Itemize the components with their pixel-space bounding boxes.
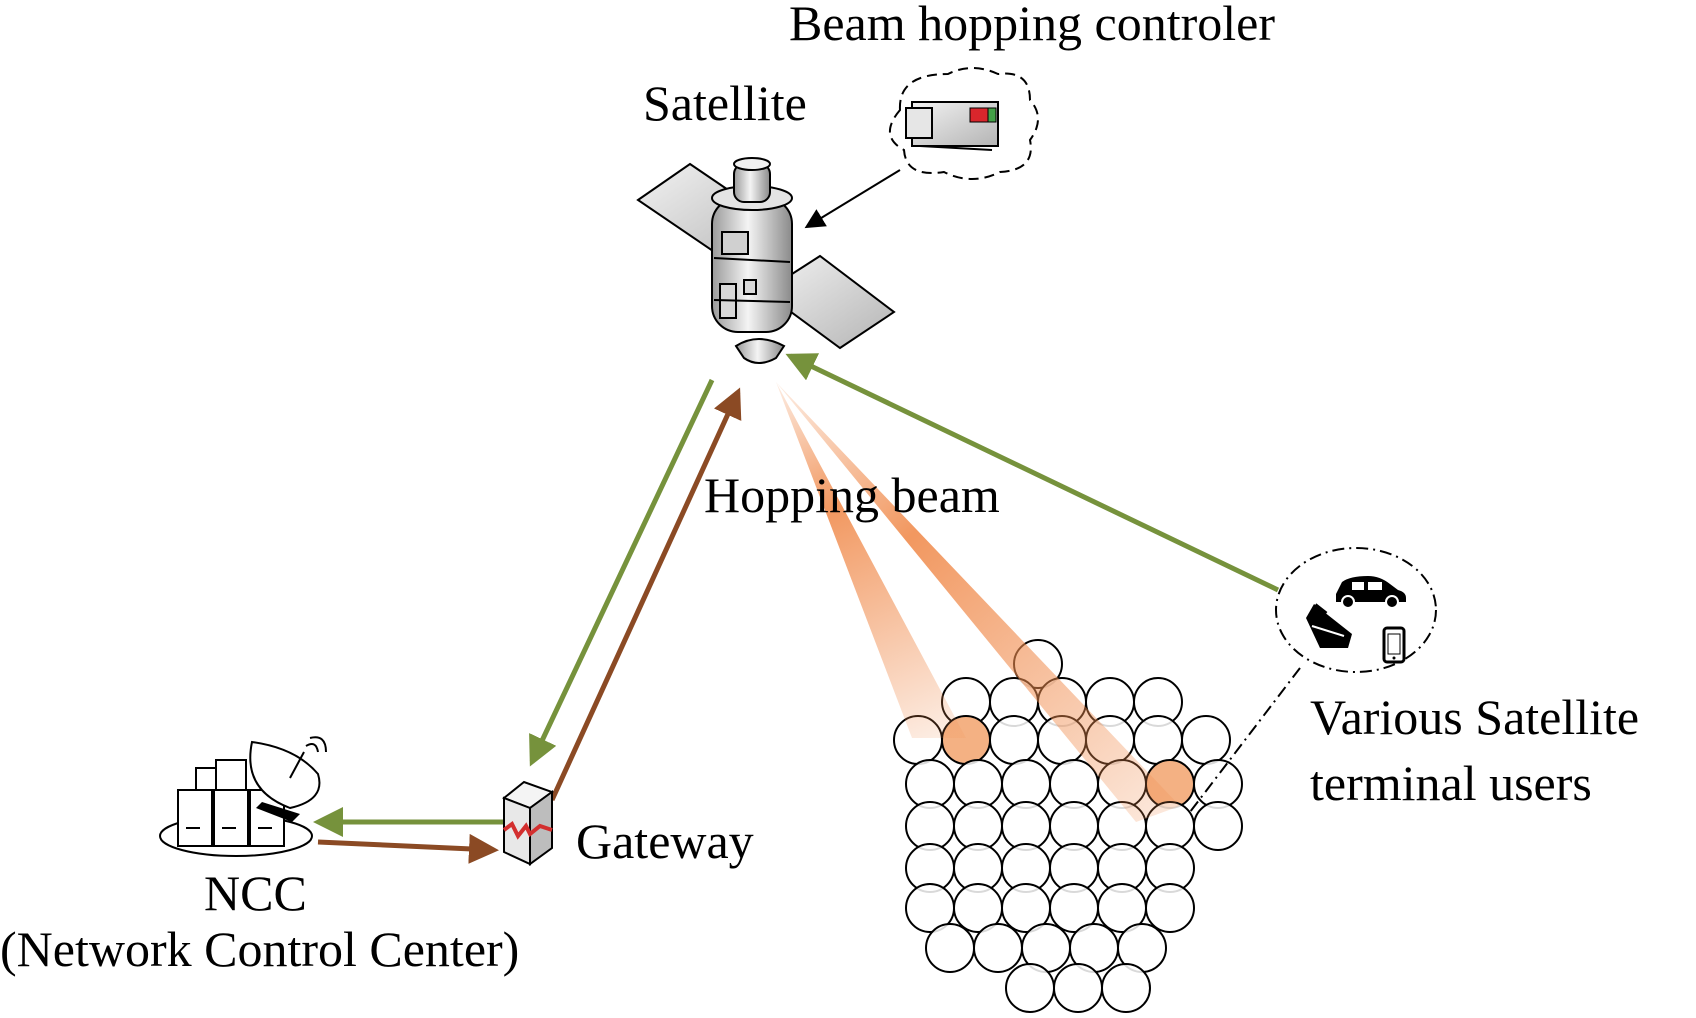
beam-cell (1053, 963, 1103, 1013)
beam-cell (905, 801, 955, 851)
gateway-server-icon (502, 780, 555, 866)
beam-cell (1101, 963, 1151, 1013)
beam-cell (953, 801, 1003, 851)
beam-cell (953, 759, 1003, 809)
beam-cell (1049, 759, 1099, 809)
beam-cell (1001, 759, 1051, 809)
hopping-beam-label: Hopping beam (704, 467, 1000, 523)
beam-cell (973, 923, 1023, 973)
users-label-line1: Various Satellite (1310, 689, 1639, 745)
controller-label: Beam hopping controler (789, 0, 1275, 51)
users-label-line2: terminal users (1310, 755, 1592, 811)
beam-cell (1001, 801, 1051, 851)
ncc-full-label: (Network Control Center) (0, 921, 519, 977)
beam-cell (925, 923, 975, 973)
beam-cell (1049, 801, 1099, 851)
users-pointer-line (1189, 667, 1301, 813)
satellite-label: Satellite (643, 75, 807, 131)
beam-cell (905, 759, 955, 809)
uplink-from-gateway (549, 387, 742, 802)
ncc-label: NCC (204, 865, 307, 921)
downlink-to-gateway (529, 378, 715, 767)
satellite-icon (636, 157, 896, 364)
beam-cell (1181, 715, 1231, 765)
hopping-beam-2 (776, 382, 1180, 822)
controller-box-icon (889, 67, 1039, 180)
beam-cell (1133, 715, 1183, 765)
beam-cell (1193, 759, 1243, 809)
ncc-dish-servers-icon (159, 736, 327, 857)
beam-cell (1145, 883, 1195, 933)
users-group (1275, 547, 1437, 673)
gateway-label: Gateway (576, 813, 754, 869)
ship-icon (1306, 603, 1352, 648)
hopping-beam-1 (776, 382, 966, 738)
beam-cell (989, 715, 1039, 765)
beam-cell-grid (893, 639, 1243, 1013)
controller-to-satellite (804, 169, 901, 229)
ncc-to-gateway (317, 833, 499, 864)
beam-cell (1193, 801, 1243, 851)
user-uplink (785, 353, 1280, 593)
car-icon (1336, 576, 1406, 609)
phone-icon (1382, 626, 1406, 664)
beam-cell (1005, 963, 1055, 1013)
